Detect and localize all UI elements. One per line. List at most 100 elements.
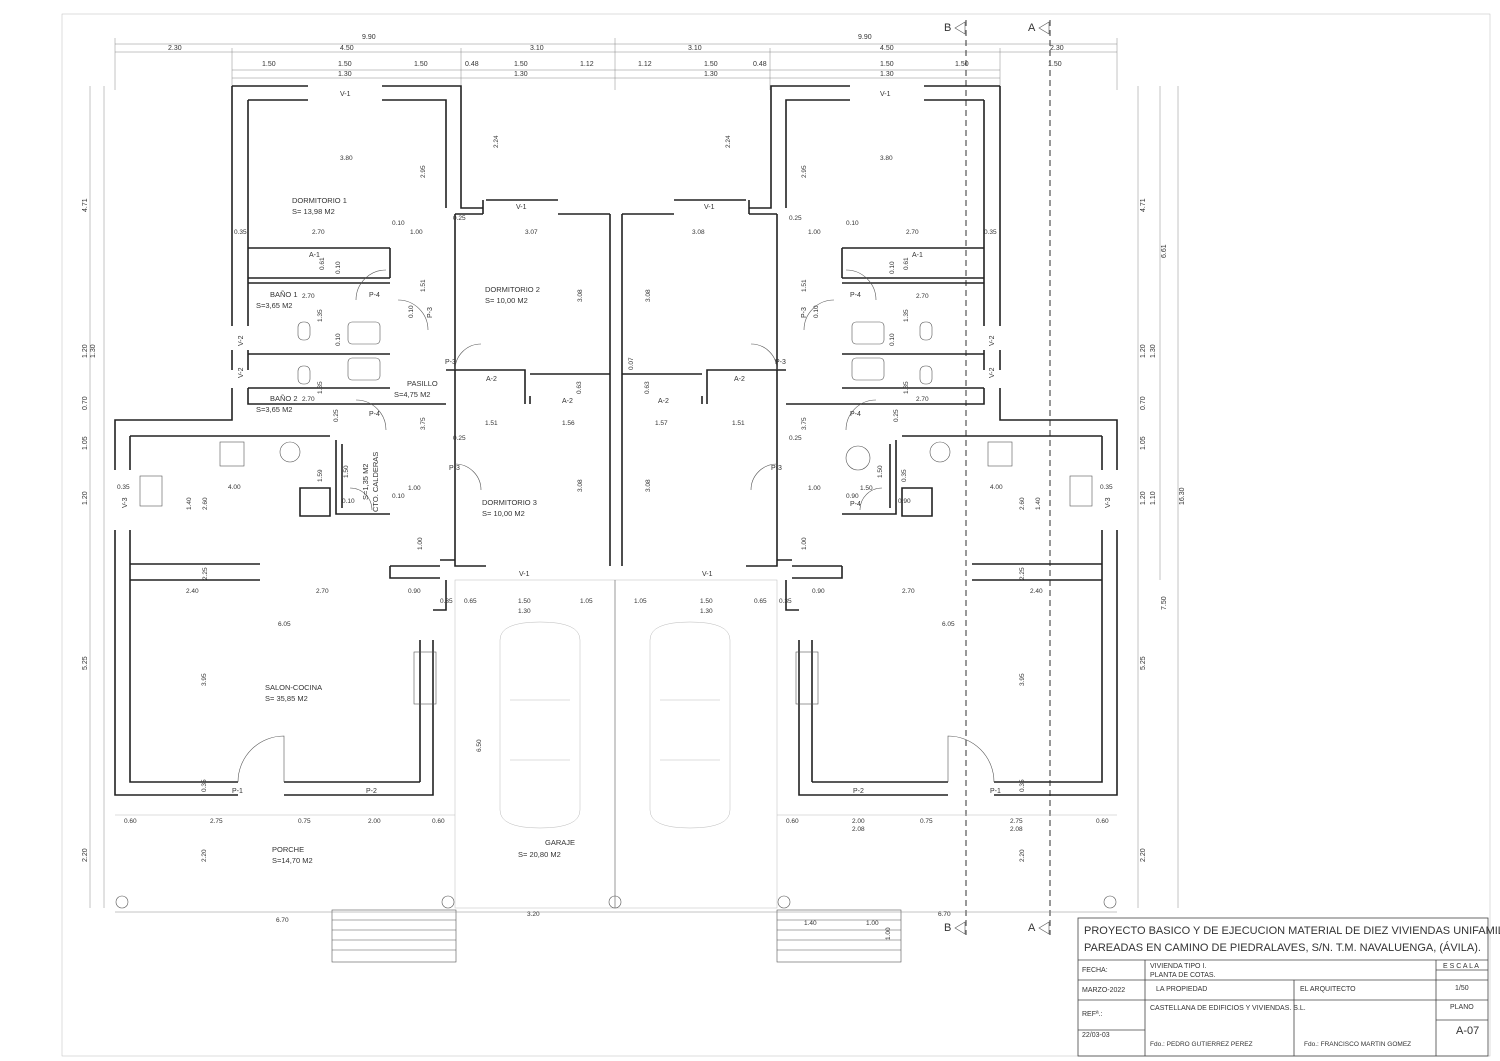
dim-value: 0.25 xyxy=(789,435,802,442)
door-swing-icon xyxy=(237,735,285,783)
dim-value: 2.00 xyxy=(368,818,381,825)
dim-value: 1.35 xyxy=(903,381,910,394)
side-dim: 4.71 xyxy=(1140,198,1147,212)
dim-value: 0.10 xyxy=(335,333,342,346)
toilet-icon xyxy=(297,321,311,341)
top-dim: 1.30 xyxy=(880,71,894,78)
room-name: BAÑO 1 xyxy=(270,290,298,299)
side-dim: 1.20 xyxy=(1140,344,1147,358)
dim-value: 2.70 xyxy=(316,588,329,595)
dim-value: 4.00 xyxy=(228,484,241,491)
dim-value: 2.25 xyxy=(202,567,209,580)
dim-value: 1.50 xyxy=(518,598,531,605)
section-lines: B A B A xyxy=(944,20,1051,935)
top-dim: 3.10 xyxy=(688,45,702,52)
dim-value: 1.59 xyxy=(317,469,324,482)
plan-desc-line1: VIVIENDA TIPO I. xyxy=(1150,963,1206,970)
dim-value: 2.70 xyxy=(302,293,315,300)
dim-value: 0.90 xyxy=(812,588,825,595)
dim-value: 0.25 xyxy=(453,215,466,222)
dim-value: 0.35 xyxy=(901,469,908,482)
column-icon xyxy=(441,895,455,909)
boiler-icon xyxy=(279,441,301,463)
dim-value: 2.40 xyxy=(186,588,199,595)
dim-value: 3.08 xyxy=(577,289,584,302)
dim-value: 3.95 xyxy=(1019,673,1026,686)
top-dim: 0.48 xyxy=(465,61,479,68)
project-title-line2: PAREADAS EN CAMINO DE PIEDRALAVES, S/N. … xyxy=(1084,941,1481,954)
dim-value: 3.08 xyxy=(645,479,652,492)
right-dwelling-walls xyxy=(621,85,1118,796)
column-icon xyxy=(1103,895,1117,909)
title-block: PROYECTO BASICO Y DE EJECUCION MATERIAL … xyxy=(1077,917,1500,1057)
dim-value: 1.50 xyxy=(860,485,873,492)
section-arrow-icon xyxy=(1038,921,1050,935)
dim-value: 0.90 xyxy=(408,588,421,595)
dim-value: 1.56 xyxy=(562,420,575,427)
room-area: S= 10,00 M2 xyxy=(482,509,525,518)
side-dim: 16.30 xyxy=(1179,487,1186,505)
side-dim: 1.30 xyxy=(1150,344,1157,358)
escala-value: 1/50 xyxy=(1455,985,1469,992)
window-tag: V-1 xyxy=(340,91,351,98)
door-tag: P-4 xyxy=(369,292,380,299)
dim-value: 1.40 xyxy=(1035,497,1042,510)
washbasin-icon xyxy=(851,321,885,345)
cooktop-icon xyxy=(219,441,245,467)
dim-value: 0.60 xyxy=(432,818,445,825)
window-tag: V-2 xyxy=(989,367,996,378)
ref-label: REFª.: xyxy=(1082,1011,1103,1018)
room-name: DORMITORIO 1 xyxy=(292,196,347,205)
dim-value: 2.24 xyxy=(725,135,732,148)
dim-value: 1.50 xyxy=(877,465,884,478)
signer-arquitecto: Fdo.: FRANCISCO MARTIN GOMEZ xyxy=(1304,1041,1411,1048)
dim-value: 2.70 xyxy=(902,588,915,595)
dim-value: 6.05 xyxy=(278,621,291,628)
dim-value: 2.75 xyxy=(210,818,223,825)
dim-value: 2.24 xyxy=(493,135,500,148)
wardrobe-tag: A-2 xyxy=(486,376,497,383)
dim-value: 1.50 xyxy=(700,598,713,605)
dim-value: 0.25 xyxy=(333,409,340,422)
side-dim: 2.20 xyxy=(82,848,89,862)
dim-value: 3.08 xyxy=(692,229,705,236)
caldera-area: S=1,35 M2 xyxy=(361,464,370,500)
arquitecto-label: EL ARQUITECTO xyxy=(1300,986,1356,993)
dim-value: 3.08 xyxy=(645,289,652,302)
top-dim: 1.50 xyxy=(414,61,428,68)
dim-value: 6.70 xyxy=(938,911,951,918)
room-name: BAÑO 2 xyxy=(270,394,298,403)
cooktop-icon xyxy=(987,441,1013,467)
side-dim: 1.20 xyxy=(82,344,89,358)
section-mark-b: B xyxy=(944,922,951,934)
wardrobe-tag: A-2 xyxy=(734,376,745,383)
dim-value: 0.10 xyxy=(392,220,405,227)
dim-value: 6.05 xyxy=(942,621,955,628)
dim-value: 0.35 xyxy=(1019,779,1026,792)
top-dim: 1.50 xyxy=(880,61,894,68)
dim-value: 0.35 xyxy=(984,229,997,236)
door-tag: P-4 xyxy=(850,292,861,299)
dim-value: 0.35 xyxy=(117,484,130,491)
overall-dim-right: 9.90 xyxy=(858,34,872,41)
dim-value: 2.95 xyxy=(801,165,808,178)
room-area: S= 35,85 M2 xyxy=(265,694,308,703)
top-dim: 1.30 xyxy=(514,71,528,78)
dim-value: 3.08 xyxy=(577,479,584,492)
dim-value: 2.00 xyxy=(852,818,865,825)
door-tag: P-4 xyxy=(850,411,861,418)
window-tag: V-2 xyxy=(238,367,245,378)
dim-value: 0.25 xyxy=(453,435,466,442)
dim-value: 0.61 xyxy=(319,257,326,270)
window-tag: V-1 xyxy=(702,571,713,578)
left-dimension-chain: 4.71 1.20 1.30 0.70 1.05 1.20 5.25 2.20 xyxy=(82,86,105,908)
dim-value: 0.10 xyxy=(392,493,405,500)
fecha-label: FECHA: xyxy=(1082,967,1108,974)
dim-value: 2.08 xyxy=(852,826,865,833)
car-icon xyxy=(499,621,581,829)
left-doors xyxy=(237,269,482,783)
sink-icon xyxy=(1069,475,1093,507)
dim-value: 6.50 xyxy=(476,739,483,752)
door-swing-icon xyxy=(355,399,387,431)
